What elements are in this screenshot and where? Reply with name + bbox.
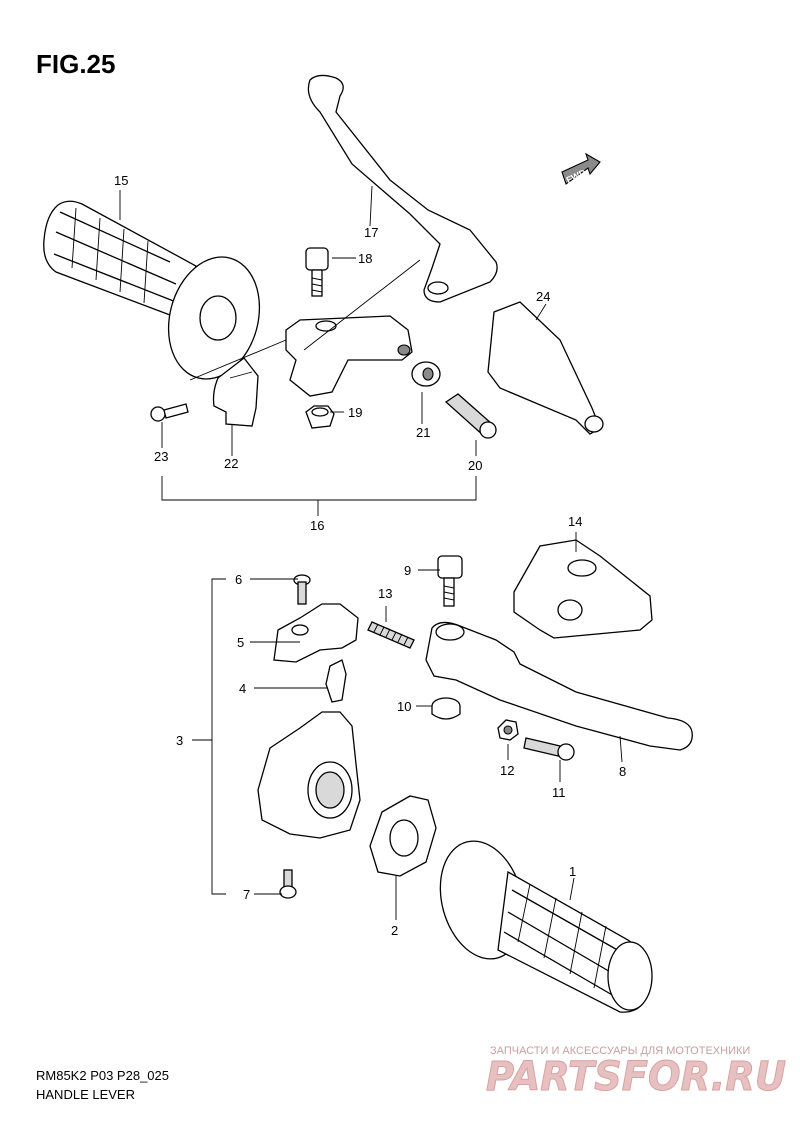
callout-5: 5 [237, 635, 244, 650]
nut-part-19 [305, 405, 335, 429]
bushing-part-10 [431, 697, 461, 720]
screw-part-6 [293, 574, 311, 605]
watermark-brand: PARTSFOR.RU [486, 1054, 786, 1100]
watermark-tagline: ЗАПЧАСТИ И АКСЕССУАРЫ ДЛЯ МОТОТЕХНИКИ [490, 1045, 750, 1057]
adjuster-ring-part-21 [411, 361, 441, 387]
screw-part-7 [279, 869, 297, 899]
callout-2: 2 [391, 923, 398, 938]
callout-14: 14 [568, 514, 582, 529]
callout-17: 17 [364, 225, 378, 240]
clamp-part-22 [212, 357, 259, 427]
bolt-part-9 [437, 555, 463, 607]
clutch-lever-part-17 [307, 74, 498, 303]
callout-13: 13 [378, 586, 392, 601]
holder-cap-part-5 [273, 603, 359, 663]
nut-part-12 [497, 719, 519, 741]
callout-7: 7 [243, 887, 250, 902]
collar-part-2 [369, 795, 437, 877]
callout-12: 12 [500, 763, 514, 778]
grip-right-part-1 [439, 840, 653, 1013]
lever-holder-part-3 [257, 711, 361, 839]
callout-6: 6 [235, 572, 242, 587]
callout-8: 8 [619, 764, 626, 779]
callout-11: 11 [552, 785, 566, 800]
callout-9: 9 [404, 563, 411, 578]
callout-10: 10 [397, 699, 411, 714]
figure-title: FIG.25 [36, 49, 115, 79]
callout-16: 16 [310, 518, 324, 533]
figure-code: RM85K2 P03 P28_025 [36, 1068, 169, 1083]
callout-23: 23 [154, 449, 168, 464]
screw-part-23 [150, 403, 189, 422]
fwd-arrow-icon: FWD [561, 152, 601, 185]
callout-3: 3 [176, 733, 183, 748]
callout-1: 1 [569, 864, 576, 879]
callout-20: 20 [468, 458, 482, 473]
callout-4: 4 [239, 681, 246, 696]
callout-18: 18 [358, 251, 372, 266]
bolt-part-11 [523, 737, 575, 761]
callout-24: 24 [536, 289, 550, 304]
grip-left-part-15 [43, 200, 261, 380]
clip-part-4 [325, 659, 347, 703]
bolt-part-18 [305, 247, 329, 297]
brake-lever-part-8 [425, 621, 693, 751]
callout-15: 15 [114, 173, 128, 188]
callout-21: 21 [416, 425, 430, 440]
spring-part-13 [367, 621, 415, 649]
lever-holder [285, 315, 413, 397]
callout-22: 22 [224, 456, 238, 471]
lever-cover-part-24 [487, 301, 604, 435]
figure-name: HANDLE LEVER [36, 1087, 135, 1102]
lever-cover-part-14 [513, 539, 653, 639]
callout-19: 19 [348, 405, 362, 420]
adjuster-bolt-part-20 [444, 393, 497, 439]
